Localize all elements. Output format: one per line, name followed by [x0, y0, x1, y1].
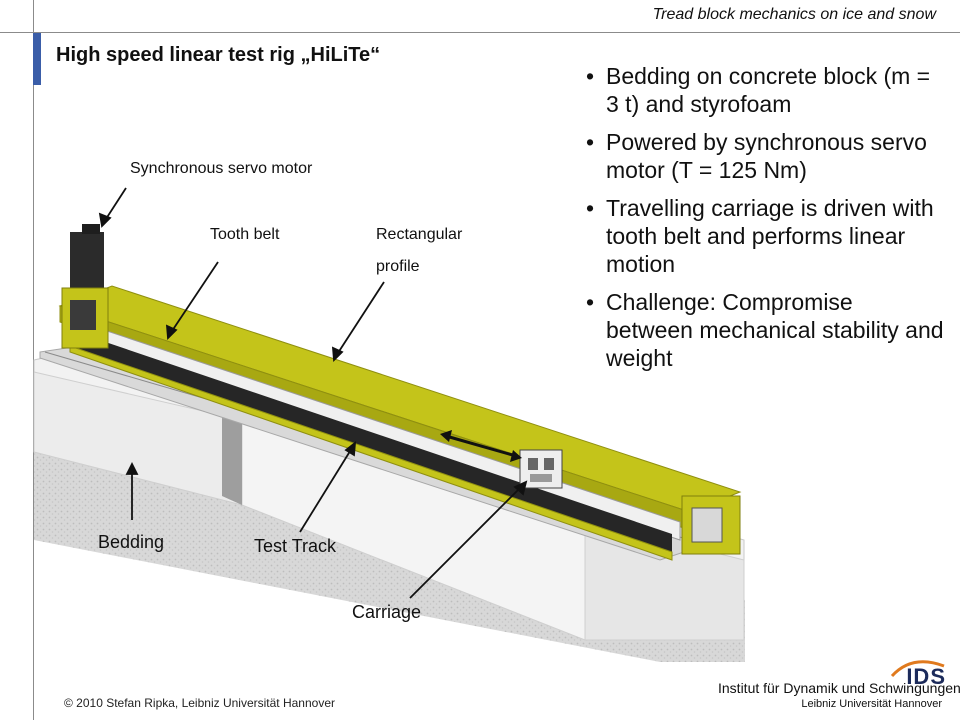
- title-accent-bar: [33, 33, 41, 85]
- bullet-list: Bedding on concrete block (m = 3 t) and …: [584, 62, 944, 382]
- end-block: [681, 495, 741, 555]
- label-tooth-belt: Tooth belt: [210, 226, 280, 243]
- bullet-item: Powered by synchronous servo motor (T = …: [584, 128, 944, 184]
- header-divider: [0, 32, 960, 33]
- label-profile-line2: profile: [376, 258, 420, 275]
- label-motor: Synchronous servo motor: [130, 160, 313, 177]
- logo-ids-text: IDS: [906, 664, 946, 689]
- header-text: Tread block mechanics on ice and snow: [652, 6, 936, 23]
- bullet-item: Challenge: Compromise between mechanical…: [584, 288, 944, 372]
- logo-swoosh-icon: [890, 660, 945, 678]
- institute-logo: IDS Institut für Dynamik und Schwingunge…: [718, 656, 960, 716]
- motion-arrow: [440, 430, 522, 462]
- logo-institute-name: Institut für Dynamik und Schwingungen: [718, 680, 960, 696]
- footer-copyright: © 2010 Stefan Ripka, Leibniz Universität…: [64, 696, 335, 710]
- annotation-arrows: [98, 187, 528, 599]
- servo-motor: [61, 224, 109, 349]
- logo-university-name: Leibniz Universität Hannover: [801, 698, 942, 710]
- label-profile-line1: Rectangular: [376, 226, 463, 243]
- label-carriage: Carriage: [352, 602, 422, 622]
- bullet-item: Travelling carriage is driven with tooth…: [584, 194, 944, 278]
- label-bedding: Bedding: [98, 532, 165, 552]
- bullet-item: Bedding on concrete block (m = 3 t) and …: [584, 62, 944, 118]
- slide-title: High speed linear test rig „HiLiTe“: [56, 44, 381, 66]
- label-test-track: Test Track: [254, 536, 337, 556]
